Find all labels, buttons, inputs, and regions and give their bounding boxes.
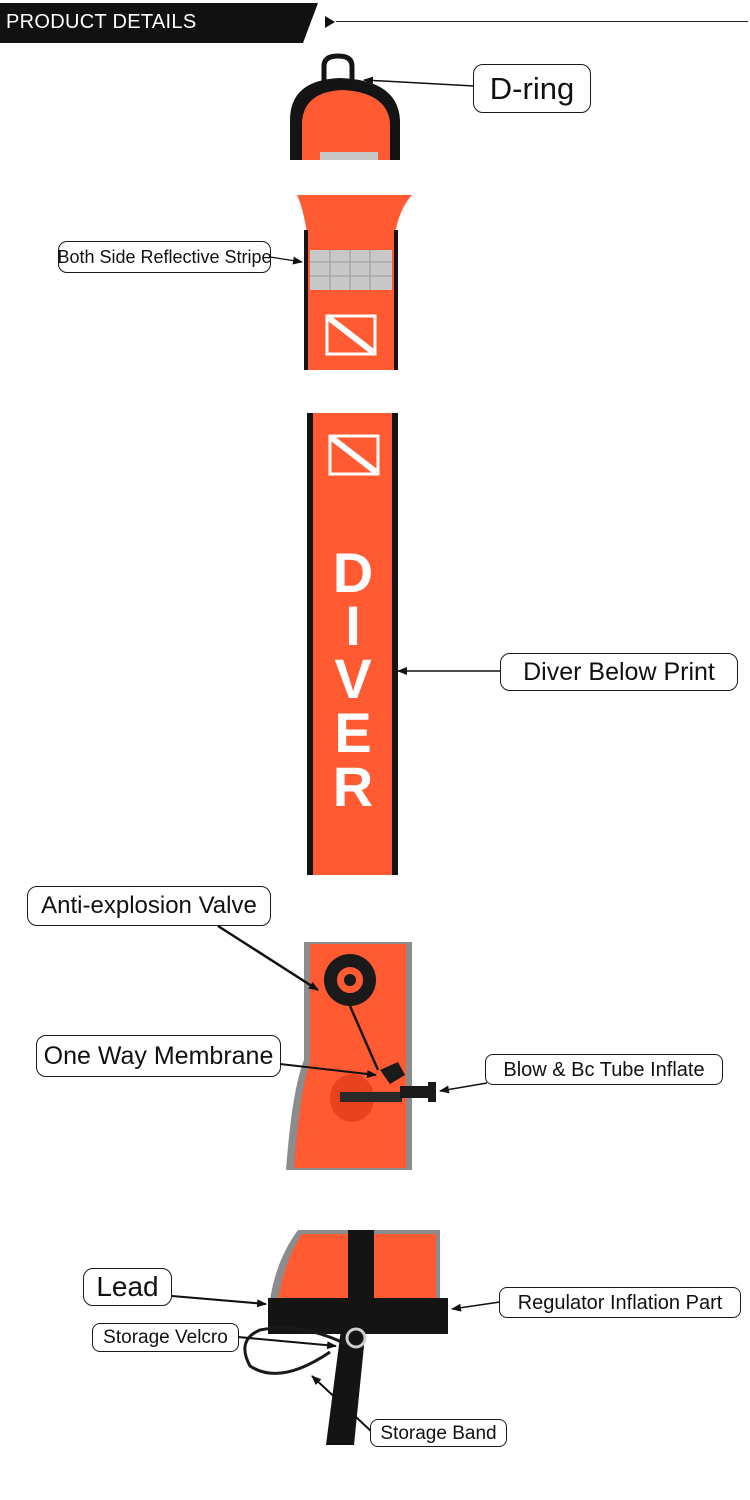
buoy-upper-section <box>297 195 412 370</box>
leader-lead <box>171 1295 267 1308</box>
storage-band-cord <box>243 1326 347 1375</box>
reflective-stripe <box>310 250 392 290</box>
dive-flag-stripe-2 <box>330 435 378 475</box>
inflate-nozzle-icon <box>400 1086 430 1098</box>
diver-letter-i: I <box>345 594 361 657</box>
header-divider <box>336 21 748 22</box>
diver-letter-v: V <box>334 647 371 710</box>
diver-letter-r: R <box>333 755 373 818</box>
buoy-middle-body <box>313 413 392 875</box>
valve-cord <box>348 1005 380 1071</box>
callout-blow-tube: Blow & Bc Tube Inflate <box>485 1054 723 1085</box>
buoy-top-body <box>302 90 390 160</box>
reflective-stripe-grid <box>310 250 392 290</box>
buoy-valve-section <box>286 942 436 1170</box>
callout-reflective-stripe: Both Side Reflective Stripe <box>57 241 272 273</box>
callout-valve: Anti-explosion Valve <box>27 886 271 926</box>
callout-diver-print: Diver Below Print <box>500 653 738 691</box>
buoy-valve-body <box>294 944 406 1168</box>
header-tab <box>0 3 318 43</box>
storage-velcro-strap <box>326 1306 368 1445</box>
buoy-upper-trim-left <box>304 230 308 370</box>
buoy-middle-section: D I V E R <box>307 413 398 875</box>
callout-d-ring: D-ring <box>473 64 591 113</box>
buoy-bottom-section <box>243 1230 448 1445</box>
reflective-stripe-top <box>320 152 378 160</box>
section-header: PRODUCT DETAILS <box>0 3 750 43</box>
callout-membrane: One Way Membrane <box>36 1035 281 1077</box>
callout-band: Storage Band <box>370 1419 507 1447</box>
triangle-icon <box>325 16 335 28</box>
dive-flag-stripe <box>327 315 375 355</box>
leader-regulator <box>451 1301 501 1312</box>
center-webbing <box>348 1230 374 1305</box>
leader-band <box>311 1375 373 1433</box>
callout-leaders <box>171 76 501 1433</box>
d-ring-icon <box>321 53 355 82</box>
buoy-top-section <box>290 53 400 160</box>
leader-velcro <box>237 1336 337 1350</box>
buoy-upper-trim-right <box>394 230 398 370</box>
dive-flag-icon <box>325 314 377 356</box>
inflate-tube <box>340 1092 402 1102</box>
leader-membrane <box>279 1063 377 1078</box>
leader-d-ring <box>363 76 475 87</box>
inflate-nozzle-tip <box>428 1082 436 1102</box>
dive-flag-icon-2 <box>328 434 380 476</box>
diver-letter-e: E <box>334 701 371 764</box>
d-ring-bottom-icon <box>345 1327 367 1349</box>
valve-hub <box>344 974 356 986</box>
callout-lead: Lead <box>83 1268 172 1306</box>
leader-blow-tube <box>439 1082 488 1094</box>
diver-letter-d: D <box>333 541 373 604</box>
inflate-cap-icon <box>380 1062 405 1084</box>
leader-reflective <box>269 256 303 265</box>
callout-regulator: Regulator Inflation Part <box>499 1287 741 1318</box>
section-title: PRODUCT DETAILS <box>6 11 197 33</box>
callout-velcro: Storage Velcro <box>92 1323 239 1352</box>
leader-valve <box>217 924 319 992</box>
